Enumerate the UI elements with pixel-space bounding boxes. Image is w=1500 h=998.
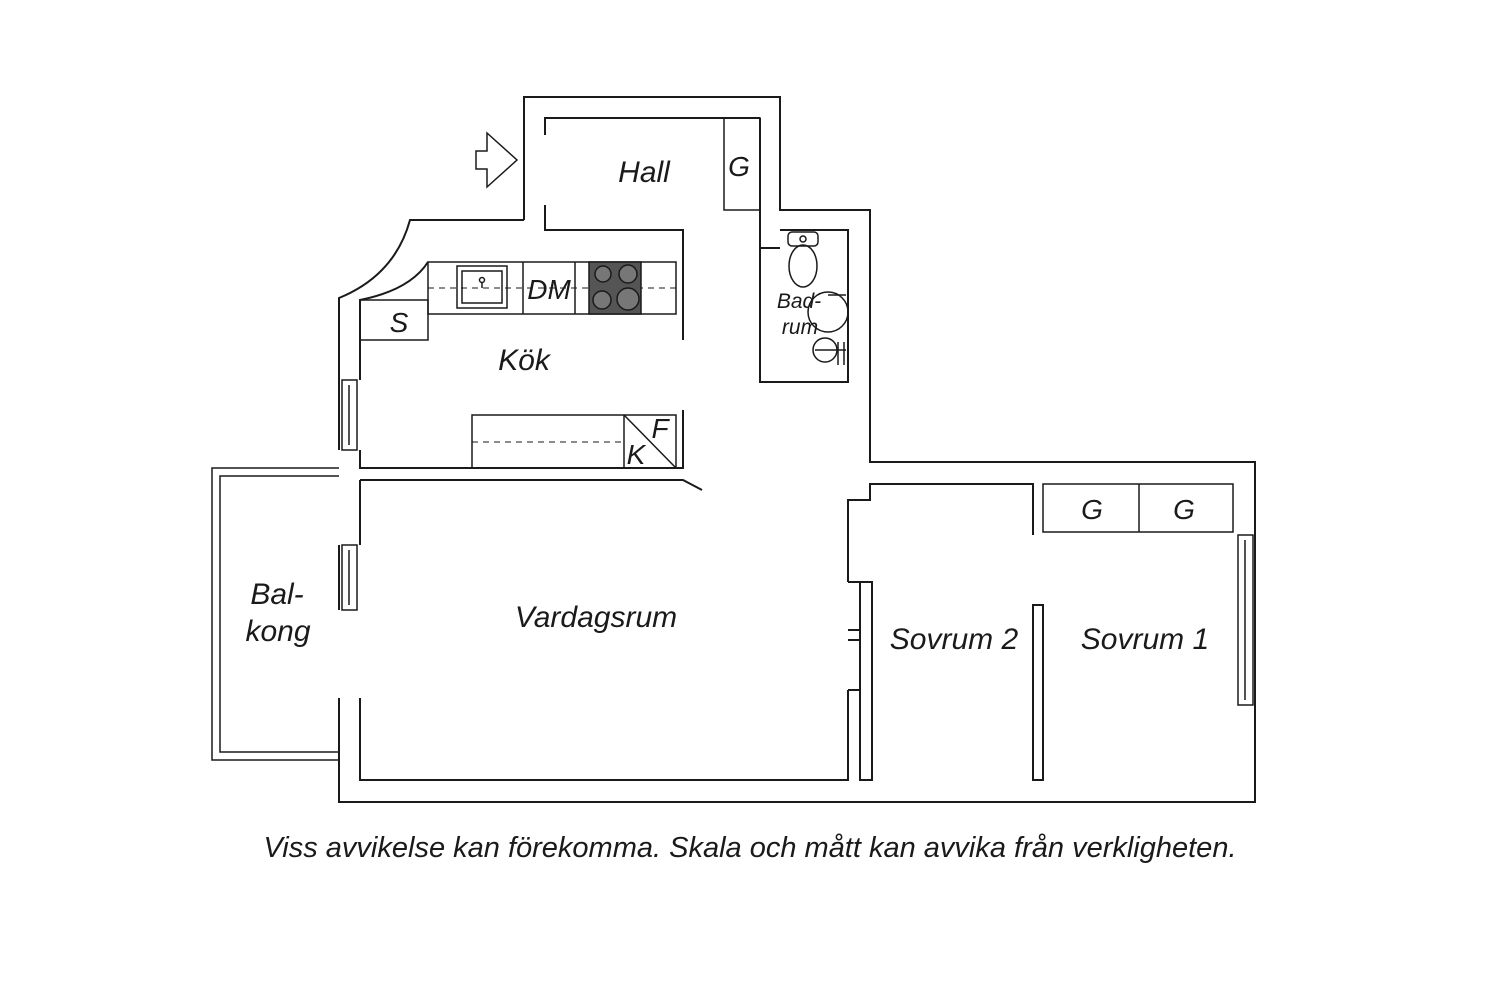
window-sovrum1: [1237, 534, 1254, 706]
window-vardagsrum: [341, 544, 358, 611]
bedroom-walls: [848, 581, 1044, 781]
bedroom-wardrobes: [1042, 483, 1234, 533]
room-label-balkong-1: Bal-: [250, 578, 303, 611]
dishwasher-label: DM: [527, 274, 571, 305]
stove-icon: [588, 261, 642, 315]
shower-icon: [807, 291, 849, 333]
room-label-sovrum2: Sovrum 2: [890, 623, 1019, 656]
room-label-hall: Hall: [618, 156, 671, 189]
freezer-label: K: [627, 439, 647, 470]
room-label-badrum-1: Bad-: [777, 290, 821, 313]
wardrobe-label-1: G: [1081, 494, 1103, 525]
wardrobe-label-hall: G: [728, 151, 750, 182]
room-label-sovrum1: Sovrum 1: [1081, 623, 1209, 656]
storage-label: S: [390, 307, 409, 338]
fridge-label: F: [651, 413, 670, 444]
wardrobe-label-2: G: [1173, 494, 1195, 525]
toilet-icon: [787, 231, 819, 288]
entrance-arrow-icon: [475, 131, 519, 189]
balcony-outline: [211, 467, 339, 761]
room-label-vardagsrum: Vardagsrum: [515, 601, 677, 634]
kitchen-island: [471, 414, 677, 469]
outer-walls: [338, 96, 1256, 803]
sink-kitchen-icon: [456, 265, 508, 309]
kitchen-counter: [359, 261, 677, 341]
sink-icon: [812, 337, 846, 365]
room-label-kok: Kök: [498, 344, 552, 377]
room-label-balkong-2: kong: [245, 615, 310, 648]
bathroom-walls: [759, 229, 849, 383]
window-kok: [341, 379, 358, 451]
disclaimer-text: Viss avvikelse kan förekomma. Skala och …: [263, 832, 1237, 864]
room-label-badrum-2: rum: [782, 316, 818, 339]
